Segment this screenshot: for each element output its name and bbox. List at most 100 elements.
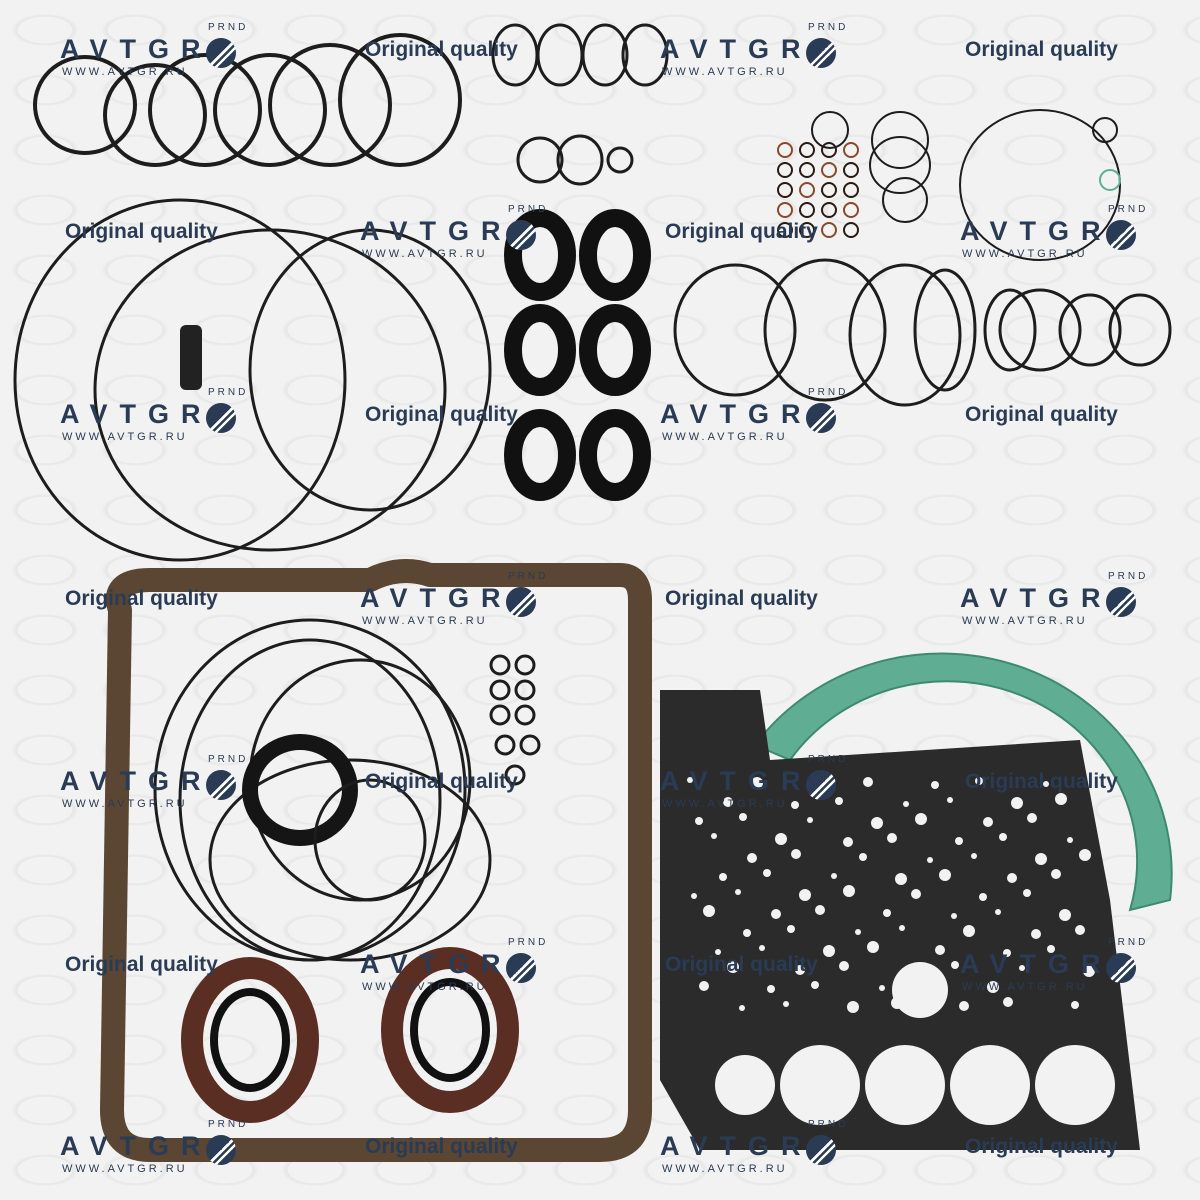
gasket-hole — [975, 777, 983, 785]
gasket-hole — [1027, 813, 1037, 823]
gasket-hole — [759, 945, 765, 951]
o-ring — [998, 288, 1082, 372]
gasket-hole — [771, 909, 781, 919]
gasket-hole — [843, 837, 853, 847]
gasket-hole — [903, 801, 909, 807]
o-ring — [821, 202, 837, 218]
gasket-hole — [891, 997, 903, 1009]
o-ring — [1092, 117, 1118, 143]
lip-seal — [504, 209, 576, 301]
o-ring — [519, 734, 541, 756]
gasket-hole — [867, 941, 879, 953]
o-ring — [248, 228, 492, 512]
gasket-hole — [703, 905, 715, 917]
gasket-hole — [691, 893, 697, 899]
gasket-hole — [831, 873, 837, 879]
gasket-hole — [987, 981, 999, 993]
o-ring — [313, 778, 427, 902]
gasket-hole — [963, 925, 975, 937]
o-ring — [103, 63, 207, 167]
o-ring — [763, 258, 887, 402]
o-ring — [494, 734, 516, 756]
o-ring — [777, 142, 793, 158]
o-ring — [556, 134, 604, 186]
o-ring — [882, 177, 928, 223]
gasket-hole — [907, 965, 915, 973]
o-ring — [489, 704, 511, 726]
o-ring — [491, 23, 539, 87]
o-ring — [869, 136, 931, 194]
gasket-hole — [715, 949, 721, 955]
o-ring — [213, 53, 327, 167]
gasket-hole — [699, 981, 709, 991]
gasket-hole — [1067, 837, 1073, 843]
gasket-hole — [931, 781, 939, 789]
gasket-hole — [839, 961, 849, 971]
gasket-hole — [1047, 945, 1055, 953]
o-ring — [843, 202, 859, 218]
o-ring — [821, 142, 837, 158]
o-ring — [208, 758, 492, 962]
gasket-hole — [879, 985, 885, 991]
o-ring — [606, 146, 634, 174]
gasket-hole — [799, 889, 811, 901]
gasket-hole — [915, 813, 927, 825]
gasket-hole — [783, 1001, 789, 1007]
gasket-hole — [955, 837, 963, 845]
lip-seal — [504, 409, 576, 501]
o-ring — [777, 182, 793, 198]
gasket-hole — [751, 777, 763, 789]
o-ring — [799, 162, 815, 178]
gasket-hole — [983, 817, 993, 827]
gasket-hole — [1043, 781, 1049, 787]
o-ring — [621, 23, 669, 87]
o-ring — [93, 228, 447, 552]
gasket-hole — [835, 797, 843, 805]
o-ring — [777, 202, 793, 218]
lip-seal — [579, 209, 651, 301]
o-ring — [848, 263, 962, 407]
gasket-hole — [1011, 797, 1023, 809]
gasket-hole — [1035, 853, 1047, 865]
gasket-hole — [815, 905, 825, 915]
gasket-hole — [1007, 873, 1017, 883]
gasket-hole — [927, 857, 933, 863]
gasket-hole — [1023, 889, 1031, 897]
gasket-hole — [951, 913, 957, 919]
gasket-hole — [911, 889, 921, 899]
o-ring — [1108, 293, 1172, 367]
cork-pan-gasket — [100, 559, 652, 1162]
gasket-hole — [687, 777, 693, 783]
axle-seal — [381, 947, 519, 1113]
o-ring — [268, 43, 392, 167]
o-ring — [673, 263, 797, 397]
gasket-hole — [935, 945, 945, 955]
gasket-hole — [747, 853, 757, 863]
o-ring — [489, 679, 511, 701]
gasket-hole — [1019, 965, 1025, 971]
gasket-hole — [947, 797, 953, 803]
gasket-hole — [739, 1005, 745, 1011]
o-ring — [913, 268, 977, 392]
separator-gasket-green — [753, 652, 1173, 912]
o-ring — [1058, 293, 1122, 367]
gasket-hole — [892, 962, 948, 1018]
gasket-hole — [895, 873, 907, 885]
o-ring — [1099, 169, 1121, 191]
gasket-hole — [727, 961, 739, 973]
o-ring — [983, 288, 1037, 372]
o-ring — [338, 33, 462, 167]
gasket-hole — [1035, 1045, 1115, 1125]
o-ring — [843, 222, 859, 238]
o-ring — [843, 142, 859, 158]
clip-pin — [180, 325, 202, 390]
gasket-hole — [1051, 869, 1061, 879]
gasket-hole — [971, 853, 977, 859]
gasket-hole — [863, 777, 873, 787]
lip-seal — [504, 304, 576, 396]
gasket-hole — [979, 893, 987, 901]
gasket-hole — [999, 833, 1007, 841]
gasket-hole — [715, 1055, 775, 1115]
gasket-hole — [1079, 849, 1091, 861]
